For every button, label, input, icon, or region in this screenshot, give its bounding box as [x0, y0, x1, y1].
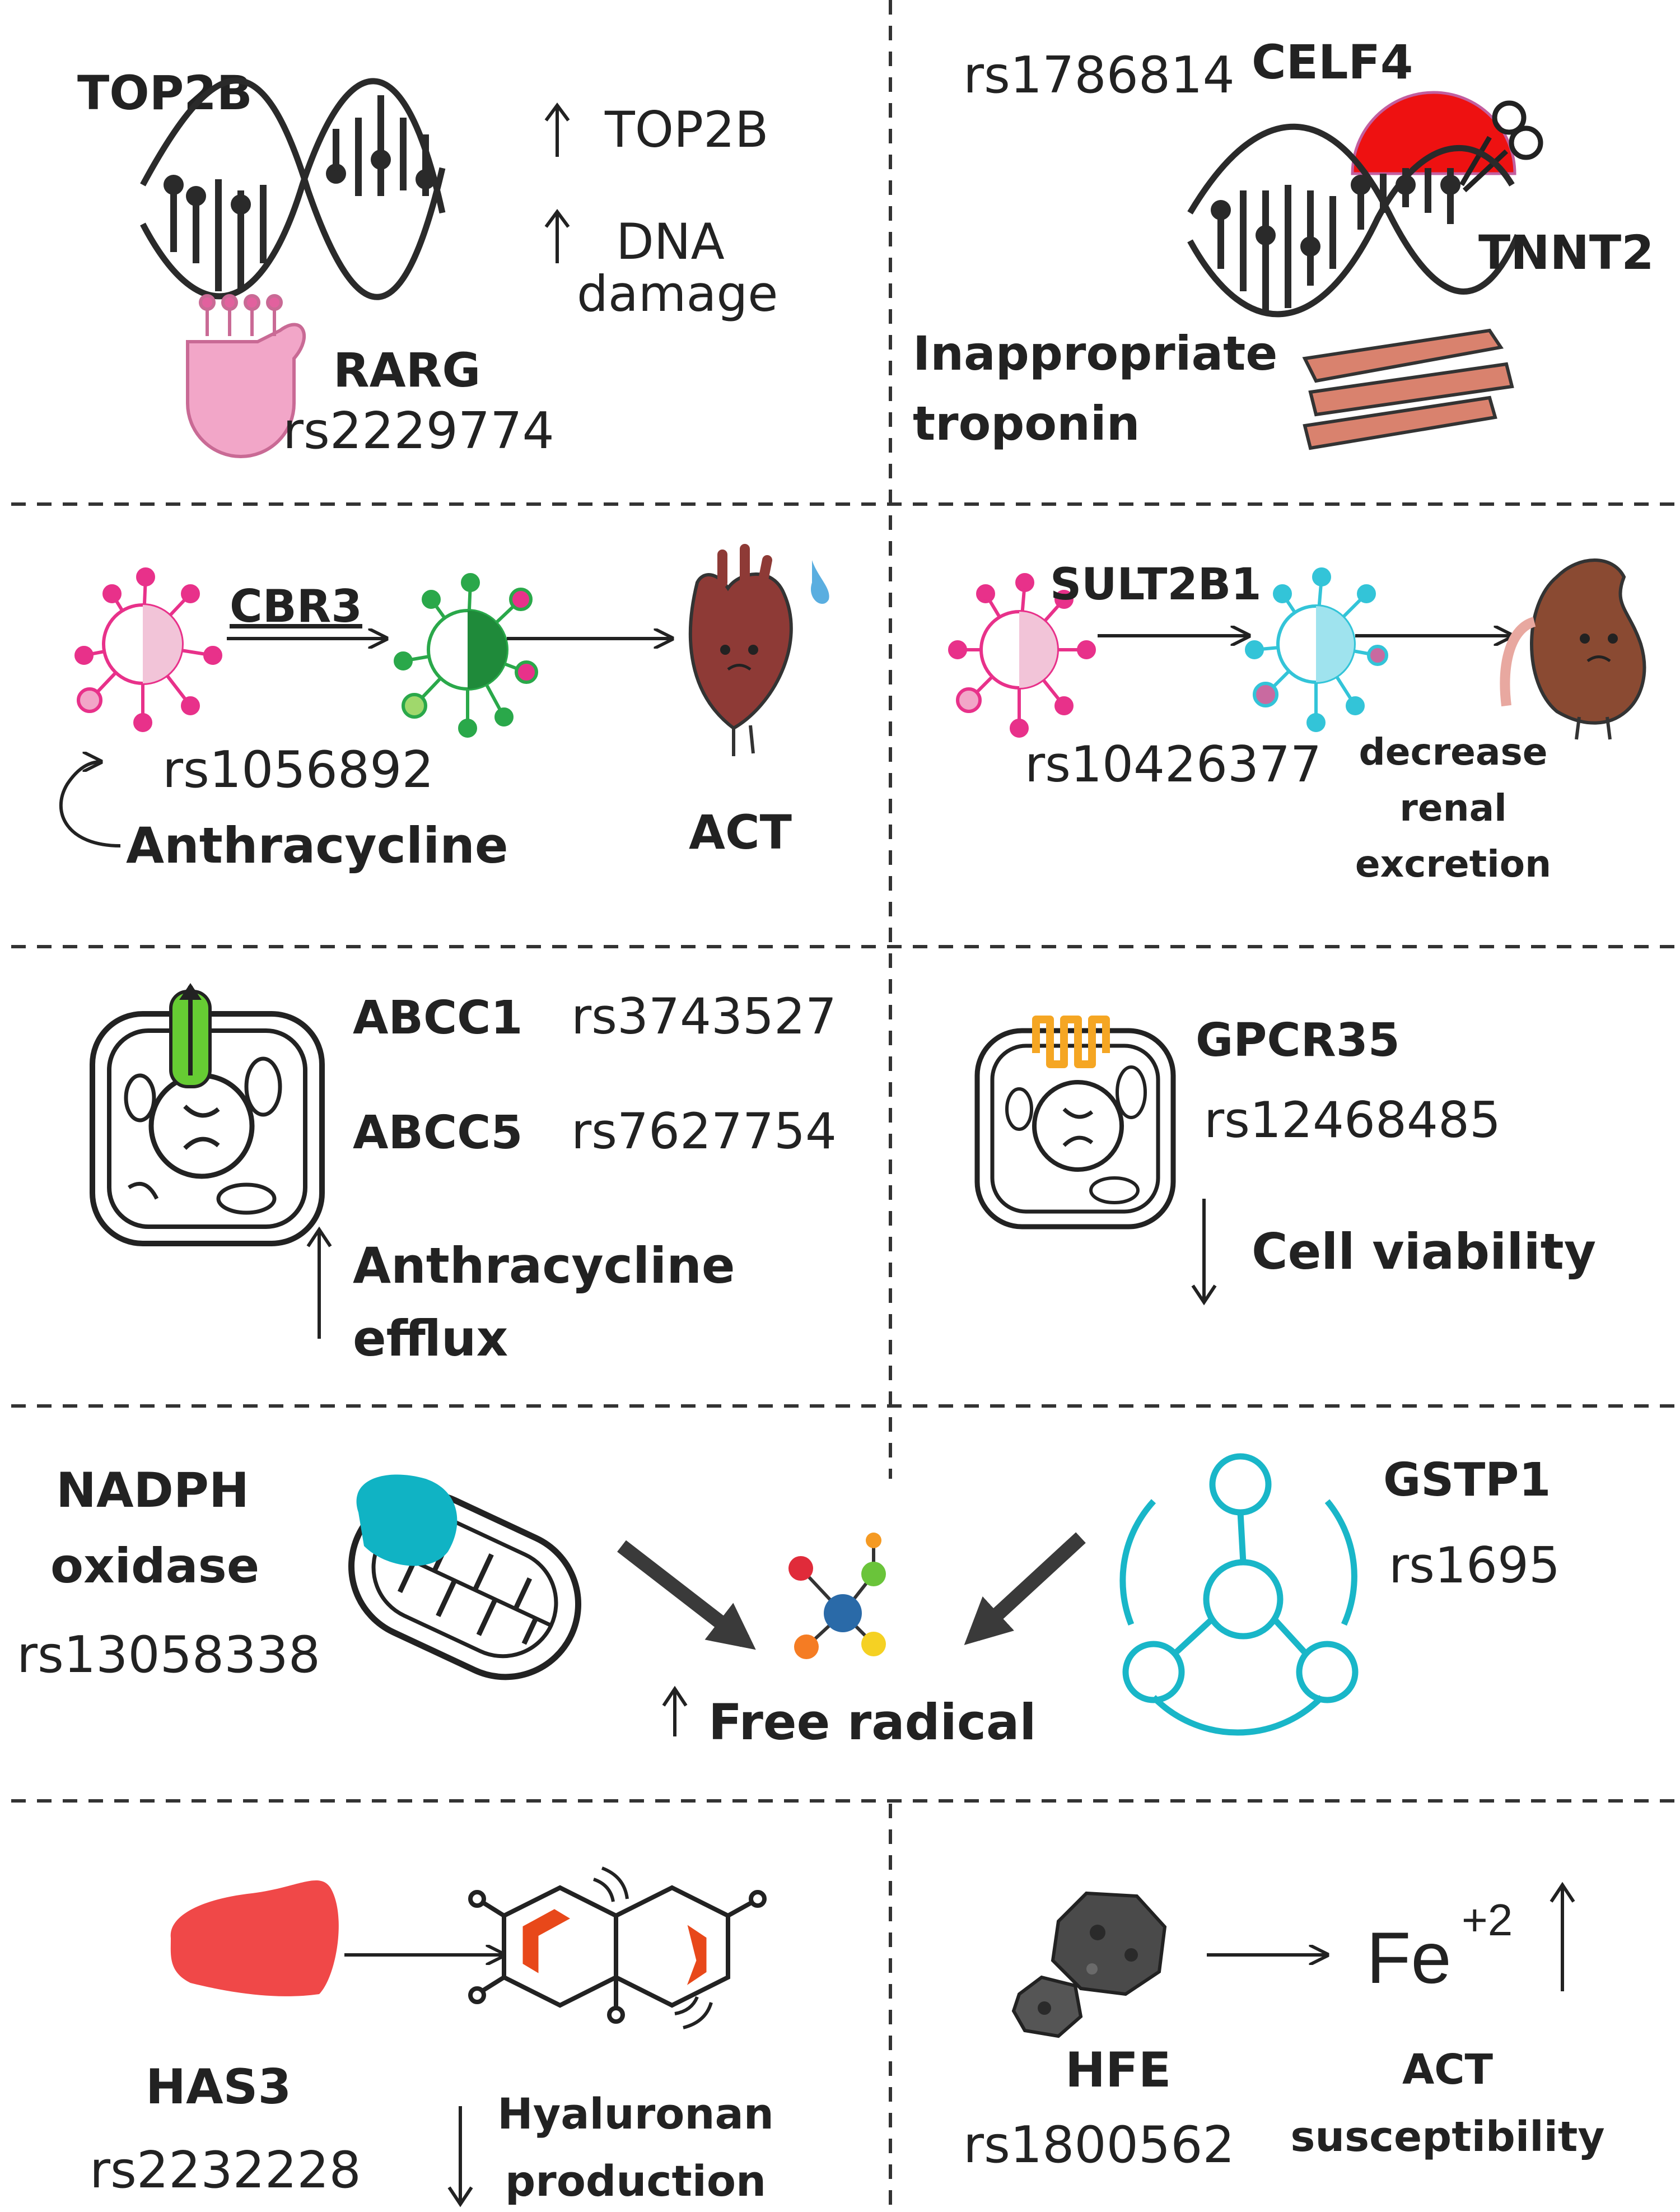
gstp1-molecule-icon — [1119, 1453, 1359, 1736]
act-susceptibility-line1: ACT — [1402, 2046, 1494, 2094]
sult2b1-label: SULT2B1 — [1050, 560, 1262, 610]
panel-cbr3: CBR3 rs1056892 Anthracycline ACT — [59, 544, 829, 874]
sad-heart-icon — [688, 544, 829, 756]
panel-dividers — [11, 0, 1674, 2212]
gpcr35-snp: rs12468485 — [1204, 1091, 1501, 1149]
abcc5-label: ABCC5 — [353, 1106, 522, 1159]
gstp1-label: GSTP1 — [1383, 1454, 1551, 1507]
cell-viability-label: Cell viability — [1252, 1223, 1596, 1280]
decrease-renal-excretion-line1: decrease — [1359, 730, 1547, 774]
inappropriate-troponin-line2: troponin — [913, 396, 1140, 451]
panel-has3: HAS3 rs2232228 Hyaluronan production — [90, 1866, 774, 2208]
abcc1-snp: rs3743527 — [571, 988, 837, 1045]
hfe-snp: rs1800562 — [963, 2116, 1235, 2174]
cell-with-transporter-icon — [90, 983, 325, 1246]
sulfated-molecule-icon — [1245, 567, 1388, 732]
iron-charge: +2 — [1462, 1895, 1513, 1945]
has3-snp: rs2232228 — [90, 2141, 361, 2200]
top2b-increase-label: TOP2B — [604, 101, 768, 159]
nadph-label-line1: NADPH — [56, 1463, 249, 1519]
panel-sult2b1: SULT2B1 rs10426377 decrease renal excret… — [948, 558, 1646, 886]
cell-with-gpcr-icon — [974, 1016, 1176, 1230]
recycle-arrow — [59, 762, 121, 847]
anthracycline-molecule-icon-2 — [948, 573, 1096, 738]
decrease-renal-excretion-line3: excretion — [1355, 842, 1551, 886]
panel-top2b: TOP2B — [77, 66, 778, 460]
rarg-label: RARG — [333, 343, 480, 398]
iron-ore-icon — [1011, 1891, 1167, 2038]
sad-kidney-icon — [1500, 558, 1646, 740]
dna-damage-line2: damage — [577, 265, 778, 323]
hyaluronan-production-line2: production — [505, 2156, 766, 2206]
nadph-label-line2: oxidase — [50, 1538, 259, 1594]
tnnt2-label: TNNT2 — [1478, 225, 1654, 280]
decrease-renal-excretion-line2: renal — [1399, 786, 1506, 830]
has3-label: HAS3 — [146, 2059, 291, 2115]
hfe-label: HFE — [1065, 2042, 1171, 2098]
dna-damage-line1: DNA — [616, 213, 725, 271]
dna-helix-icon-2 — [1187, 123, 1521, 318]
cbr3-snp: rs1056892 — [162, 741, 434, 799]
abcc5-snp: rs7627754 — [571, 1102, 837, 1160]
iron-symbol: Fe — [1366, 1917, 1452, 1999]
viability-down-arrow-icon — [1191, 1199, 1217, 1306]
inappropriate-troponin-line1: Inappropriate — [913, 326, 1277, 381]
nadph-to-radical-arrow — [617, 1540, 756, 1650]
celf4-snp: rs1786814 — [963, 46, 1235, 105]
mitochondrion-icon — [348, 1474, 582, 1680]
cbr3-label: CBR3 — [230, 580, 362, 632]
nadph-snp: rs13058338 — [17, 1626, 320, 1684]
panel-free-radical: NADPH oxidase rs13058338 — [17, 1453, 1560, 1751]
hyaluronan-production-line1: Hyaluronan — [497, 2089, 774, 2139]
dna-helix-icon — [140, 77, 446, 300]
act-label: ACT — [689, 805, 792, 860]
anthracycline-label: Anthracycline — [126, 817, 508, 874]
radical-up-arrow-icon — [662, 1685, 688, 1736]
hyaluronan-down-arrow-icon — [447, 2106, 473, 2208]
panel-hfe: Fe +2 HFE rs1800562 ACT susceptibility — [963, 1882, 1605, 2174]
gstp1-to-radical-arrow — [964, 1532, 1086, 1645]
muscle-fibers-icon — [1302, 328, 1514, 450]
anthracycline-efflux-line2: efflux — [353, 1310, 508, 1367]
anthracycline-efflux-line1: Anthracycline — [353, 1237, 735, 1294]
panel-abcc: ABCC1 rs3743527 ABCC5 rs7627754 Anthracy… — [90, 983, 837, 1367]
rarg-receptor-icon — [186, 294, 306, 458]
metabolite-molecule-icon — [394, 573, 538, 738]
anthracycline-molecule-icon — [74, 567, 222, 732]
efflux-up-arrow-icon — [306, 1226, 332, 1339]
panel-gpcr35: GPCR35 rs12468485 Cell viability — [974, 1014, 1596, 1306]
abcc1-label: ABCC1 — [353, 991, 522, 1045]
gpcr35-label: GPCR35 — [1196, 1014, 1400, 1067]
up-arrow-icon — [544, 102, 570, 263]
free-radical-label: Free radical — [708, 1693, 1037, 1751]
gstp1-snp: rs1695 — [1389, 1536, 1560, 1594]
free-radical-molecule-icon — [788, 1533, 886, 1659]
rarg-snp: rs2229774 — [283, 402, 554, 460]
hyaluronan-molecule-icon — [468, 1866, 767, 2029]
celf4-gene-label: CELF4 — [1252, 35, 1413, 90]
has3-protein-icon — [170, 1880, 339, 1996]
act-susceptibility-line2: susceptibility — [1290, 2113, 1604, 2161]
top2b-gene-label: TOP2B — [77, 66, 253, 120]
sult2b1-snp: rs10426377 — [1025, 735, 1322, 793]
scissors-icon — [1459, 100, 1543, 193]
panel-celf4: rs1786814 CELF4 — [913, 35, 1654, 451]
susceptibility-up-arrow-icon — [1550, 1882, 1575, 1991]
